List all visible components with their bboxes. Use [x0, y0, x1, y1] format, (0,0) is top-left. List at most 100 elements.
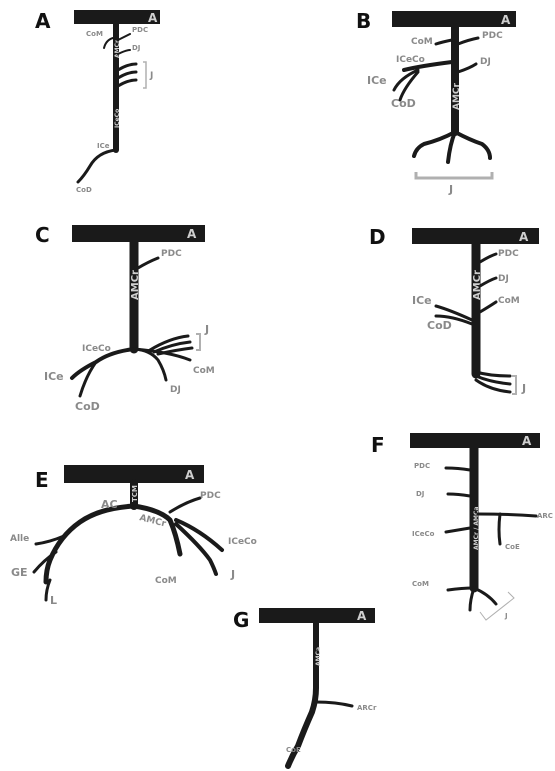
stem-label-a2: ICeCo: [114, 109, 121, 128]
label-alle-e: Alle: [10, 534, 29, 544]
vessel-pdc-f: [446, 468, 470, 470]
label-j-a: J: [149, 71, 153, 81]
label-com-f: CoM: [412, 580, 429, 588]
vessel-j3-a: [118, 80, 136, 86]
panel-a: A A AMCr ICeCo CoM PDC DJ J ICe CoD: [35, 9, 160, 194]
vessel-pdc-c: [138, 258, 158, 268]
label-pdc-a: PDC: [132, 26, 148, 34]
label-pdc-e: PDC: [200, 491, 221, 501]
vessel-coe-f: [499, 514, 500, 544]
vessel-trunk-g: [288, 623, 316, 766]
vessel-com-b: [436, 40, 452, 44]
stem-label-g: AMCa: [315, 647, 322, 666]
vessel-arc-f: [478, 514, 536, 516]
aorta-bar-c: [72, 225, 205, 242]
bracket-j-c: [196, 334, 200, 350]
label-arc-f: ARC: [537, 512, 553, 520]
label-dj-a: DJ: [132, 44, 140, 52]
stem-label-c: AMCr: [130, 270, 141, 300]
label-ice-c: ICe: [44, 370, 64, 383]
bar-label-b: A: [501, 13, 511, 27]
vessel-iceco-f: [446, 528, 470, 532]
vessel-pdc-e: [170, 498, 200, 512]
label-com-d: CoM: [498, 296, 520, 306]
bracket-j-b: [416, 172, 492, 178]
label-j-c: J: [204, 323, 209, 336]
panel-d: D A AMCr PDC DJ ICe CoM CoD J: [369, 225, 539, 395]
panel-b: B A AMCr CoM PDC ICeCo DJ ICe CoD J: [356, 9, 516, 196]
label-dj-f: DJ: [416, 490, 424, 498]
bracket-j-d: [512, 376, 516, 394]
label-com-c: CoM: [193, 366, 215, 376]
vessel-j1-f: [470, 588, 474, 610]
label-ice-d: ICe: [412, 294, 432, 307]
vessel-dj-f: [448, 494, 470, 496]
bracket-j-a: [143, 62, 146, 88]
panel-e: E A TCM AC AMCr PDC Alle ICeCo GE CoM J …: [10, 465, 257, 607]
vessel-com-d: [480, 302, 496, 312]
vessel-j1-d: [476, 372, 510, 376]
vessel-arcr-g: [316, 702, 352, 706]
label-j-d: J: [521, 382, 526, 395]
stem-label-b: AMCr: [452, 82, 462, 110]
bar-label-a: A: [148, 11, 158, 25]
vessel-j2-f: [474, 588, 496, 604]
vessel-pdc-a: [118, 34, 130, 40]
vessel-j-right-b: [455, 132, 490, 158]
label-pdc-b: PDC: [482, 31, 503, 41]
vessel-ice-a: [78, 150, 116, 182]
label-arcr-g: ARCr: [357, 704, 377, 712]
vessel-ac-e: [46, 506, 134, 582]
label-ge-e: GE: [11, 566, 28, 579]
label-j-f: J: [504, 612, 508, 620]
label-dj-b: DJ: [480, 57, 491, 67]
stem-label-a: AMCr: [114, 40, 121, 58]
label-iceco-f: ICeCo: [412, 530, 435, 538]
bracket-j-f: [480, 592, 514, 620]
label-cod-c: CoD: [75, 400, 100, 413]
panel-letter-a: A: [35, 9, 51, 33]
bar-label-d: A: [519, 230, 529, 244]
label-j-b: J: [448, 183, 453, 196]
bar-label-e: A: [185, 468, 195, 482]
vessel-j1-a: [118, 64, 136, 70]
panel-letter-g: G: [233, 608, 249, 632]
vessel-j2-a: [118, 72, 136, 78]
label-cod-b: CoD: [391, 97, 416, 110]
vessel-dj-b: [458, 64, 476, 72]
bar-label-c: A: [187, 227, 197, 241]
panel-letter-e: E: [35, 468, 49, 492]
label-pdc-d: PDC: [498, 249, 519, 259]
label-l-e: L: [50, 594, 57, 607]
stem-label-e: TCM: [131, 485, 139, 502]
label-com-a: CoM: [86, 30, 103, 38]
vessel-pdc-d: [480, 254, 496, 262]
label-coe-g: CoE: [286, 746, 301, 754]
label-pdc-c: PDC: [161, 249, 182, 259]
label-dj-c: DJ: [170, 385, 181, 395]
label-cod-d: CoD: [427, 319, 452, 332]
panel-g: G A AMCa ARCr CoE: [233, 608, 377, 766]
panel-f: F A AMCr / AMCa PDC DJ ARC ICeCo CoE CoM…: [371, 433, 553, 620]
label-com-e: CoM: [155, 576, 177, 586]
panel-letter-b: B: [356, 9, 371, 33]
label-ice-b: ICe: [367, 74, 387, 87]
panel-letter-c: C: [35, 223, 50, 247]
label-iceco-c: ICeCo: [82, 344, 111, 354]
panel-letter-f: F: [371, 433, 385, 457]
bar-label-g: A: [357, 609, 367, 623]
label-com-b: CoM: [411, 37, 433, 47]
label-iceco-b: ICeCo: [396, 55, 425, 65]
panel-letter-d: D: [369, 225, 386, 249]
label-j-e: J: [230, 568, 235, 581]
vessel-pdc-b: [458, 38, 478, 44]
bar-label-f: A: [522, 434, 532, 448]
panel-c: C A AMCr PDC J ICeCo ICe CoM DJ CoD: [35, 223, 215, 413]
label-ac-e: AC: [101, 498, 118, 511]
label-pdc-f: PDC: [414, 462, 430, 470]
label-dj-d: DJ: [498, 274, 509, 284]
label-coe-f: CoE: [505, 543, 520, 551]
label-cod-a: CoD: [76, 186, 92, 194]
label-ice-a: ICe: [97, 142, 110, 150]
